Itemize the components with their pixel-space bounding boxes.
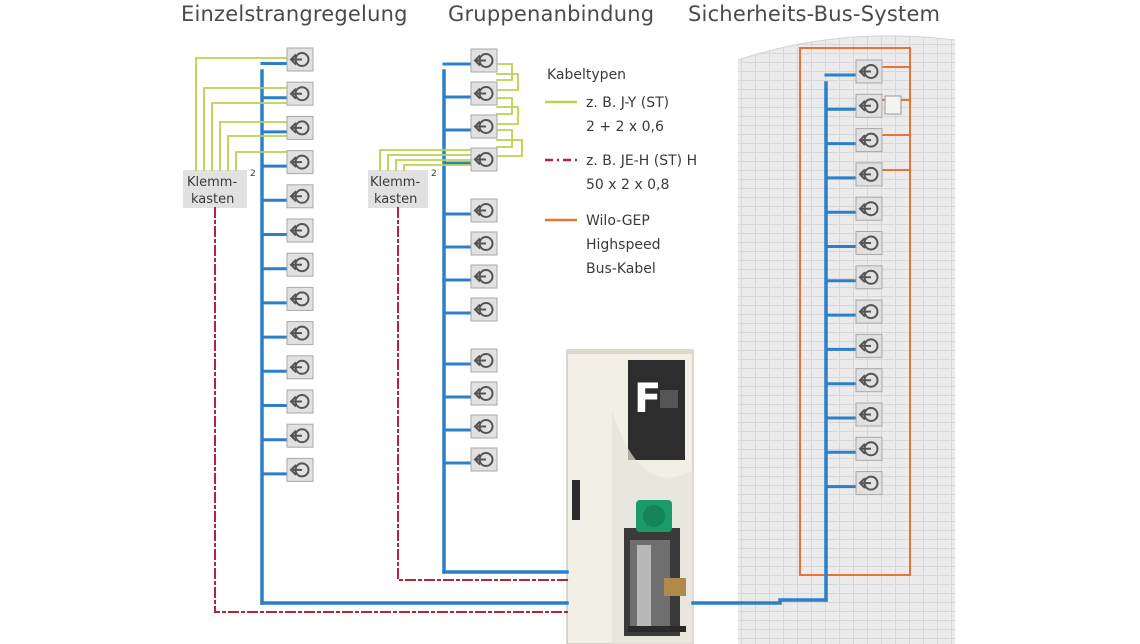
green-control-line-gruppe-3 — [395, 159, 472, 171]
pump-sicherheit-6-icon — [855, 230, 883, 256]
green-group-link-5 — [496, 129, 513, 148]
pump-sicherheit-8-icon — [855, 299, 883, 325]
pump-einzel-6-icon — [286, 218, 314, 243]
pump-einzel-4-icon — [286, 149, 314, 175]
pump-gruppe-4-icon — [470, 147, 498, 172]
building-background — [738, 35, 955, 644]
green-control-line-einzel-6 — [235, 151, 288, 171]
red-signal-line-gruppe — [397, 207, 568, 581]
section-title-einzelstrangregelung: Einzelstrangregelung — [181, 2, 408, 26]
pump-sicherheit-13-icon — [855, 470, 883, 496]
pump-einzel-8-icon — [286, 286, 314, 312]
pump-gruppe-9-icon — [470, 348, 498, 373]
pump-sicherheit-5-icon — [855, 196, 883, 222]
klemmkasten-middle-label-line2: kasten — [374, 192, 417, 207]
pump-sicherheit-12-icon — [855, 436, 883, 462]
orange-bus-loop-outer — [799, 47, 911, 576]
pump-einzel-3-icon — [286, 115, 314, 141]
pump-einzel-7-icon — [286, 252, 314, 278]
pump-sicherheit-1-icon — [855, 59, 883, 84]
pump-gruppe-3-icon — [470, 114, 498, 139]
pump-gruppe-8-icon — [470, 297, 498, 322]
green-control-line-gruppe-1 — [379, 149, 472, 171]
legend-item-1-line1: z. B. J-Y (ST) — [586, 95, 669, 111]
green-control-line-gruppe-2 — [387, 154, 472, 171]
pump-gruppe-11-icon — [470, 414, 498, 439]
green-control-line-gruppe-4 — [403, 164, 472, 171]
green-control-line-einzel-2 — [203, 87, 288, 171]
pump-sicherheit-4-icon — [855, 161, 883, 187]
klemmkasten-left-label-line1: Klemm- — [187, 175, 237, 190]
pump-sicherheit-10-icon — [855, 367, 883, 393]
green-control-line-einzel-1 — [195, 57, 288, 171]
cabinet-letter: F — [634, 376, 661, 422]
pump-gruppe-1-icon — [470, 48, 498, 73]
legend-item-3-line3: Bus-Kabel — [586, 261, 656, 277]
pump-sicherheit-2-icon — [855, 93, 883, 119]
green-group-link-1 — [496, 63, 513, 81]
section-title-sicherheits-bus-system: Sicherheits-Bus-System — [688, 2, 941, 26]
pump-einzel-9-icon — [286, 320, 314, 346]
legend-title: Kabeltypen — [547, 67, 626, 83]
pump-sicherheit-3-icon — [855, 127, 883, 153]
klemmkasten-middle — [368, 170, 428, 208]
pump-sicherheit-11-icon — [855, 402, 883, 427]
bus-module-icon — [884, 95, 902, 115]
pump-gruppe-12-icon — [470, 447, 498, 472]
green-control-line-einzel-3 — [211, 102, 288, 171]
pump-gruppe-7-icon — [470, 264, 498, 289]
pump-einzel-2-icon — [286, 81, 314, 107]
green-group-link-3 — [496, 97, 513, 115]
pump-einzel-5-icon — [286, 183, 314, 209]
pump-gruppe-2-icon — [470, 81, 498, 106]
cable-legend: Kabeltypen z. B. J-Y (ST) 2 + 2 x 0,6 z.… — [545, 67, 697, 277]
legend-item-2-line2: 50 x 2 x 0,8 — [586, 177, 669, 193]
pump-einzel-10-icon — [286, 354, 314, 380]
klemmkasten-left-label-line2: kasten — [191, 192, 234, 207]
green-group-link-4 — [496, 106, 519, 125]
pump-einzel-12-icon — [286, 423, 314, 449]
legend-item-3-line2: Highspeed — [586, 237, 660, 253]
klemmkasten-middle-marker: 2 — [431, 169, 437, 179]
pump-gruppe-6-icon — [470, 231, 498, 256]
pump-sicherheit-9-icon — [855, 333, 883, 359]
legend-item-3-line1: Wilo-GEP — [586, 213, 650, 229]
klemmkasten-left — [183, 170, 247, 208]
pump-einzel-1-icon — [286, 47, 314, 72]
pump-einzel-11-icon — [286, 389, 314, 414]
red-signal-line-einzel — [214, 207, 568, 613]
pump-gruppe-5-icon — [470, 198, 498, 223]
klemmkasten-middle-label-line1: Klemm- — [370, 175, 420, 190]
klemmkasten-left-marker: 2 — [250, 169, 256, 179]
legend-item-1-line2: 2 + 2 x 0,6 — [586, 119, 664, 135]
legend-item-2-line1: z. B. JE-H (ST) H — [586, 153, 697, 169]
pump-sicherheit-7-icon — [855, 264, 883, 290]
green-group-link-6 — [496, 139, 523, 157]
green-control-line-einzel-5 — [227, 135, 288, 171]
pump-gruppe-10-icon — [470, 381, 498, 406]
blue-bus-cabinet-to-sicherheit — [691, 598, 828, 605]
cabinet-display-panel — [628, 360, 685, 460]
pump-einzel-13-icon — [286, 457, 314, 483]
cabinet-handle — [572, 480, 580, 520]
green-control-line-einzel-4 — [219, 121, 288, 171]
section-title-gruppenanbindung: Gruppenanbindung — [448, 2, 655, 26]
green-group-link-2 — [496, 73, 519, 91]
